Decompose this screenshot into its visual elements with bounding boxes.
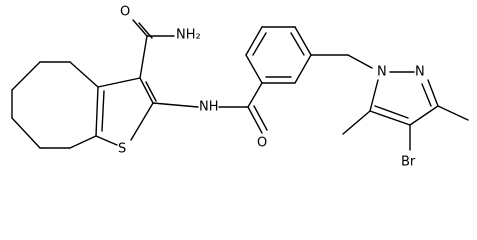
benzamide-oxygen-label: O — [257, 136, 267, 151]
amide-nh-label: NH — [199, 100, 219, 115]
benzene-ring — [245, 26, 312, 84]
molecule-diagram: NH₂ O S NH O N N Br — [11, 5, 469, 170]
thiophene-ring — [95, 77, 157, 146]
methylene-bridge — [310, 54, 373, 69]
amide-oxygen-label: O — [120, 5, 130, 20]
pyrazole-substituents — [342, 105, 469, 151]
pyrazole-n1-label: N — [377, 65, 387, 80]
amide-linker — [152, 82, 268, 134]
pyrazole-ring — [369, 71, 439, 126]
amide-nh2-label: NH₂ — [176, 28, 201, 43]
cyclooctane-ring — [11, 61, 99, 149]
pyrazole-n2-label: N — [415, 65, 425, 80]
carboxamide-group — [132, 19, 175, 79]
bromine-label: Br — [401, 155, 416, 170]
thiophene-sulfur-label: S — [118, 142, 126, 157]
structure-drawing: NH₂ O S NH O N N Br — [11, 5, 469, 170]
